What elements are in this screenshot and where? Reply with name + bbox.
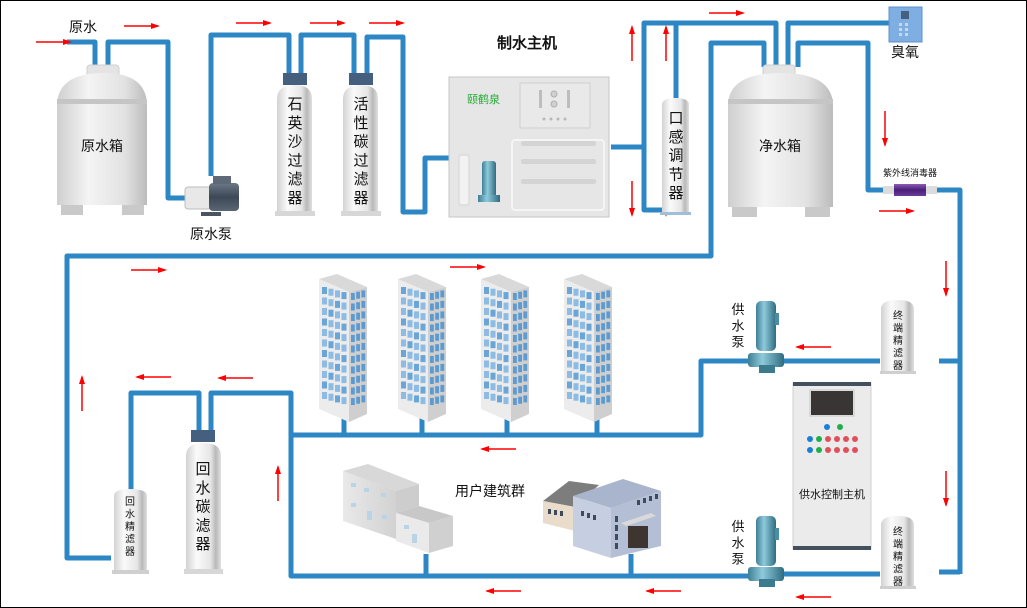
flow-arrow [882,111,888,147]
sand-filter-label: 石英沙过滤器 [287,95,302,207]
flow-arrow [450,264,486,270]
led-indicator [825,436,831,442]
taste-regulator[interactable]: 口感调节器 [660,98,691,215]
flow-arrow [310,20,346,26]
high-rise-building [564,274,612,422]
pipe-sand-to-carbon [298,32,357,73]
led-indicator [816,447,822,453]
led-indicator [843,447,849,453]
terminal-filter-upper-label: 终端精滤器 [893,309,903,372]
supply-pump-upper[interactable]: 供水泵 [731,301,784,373]
house-building [343,464,453,553]
led-indicator [807,447,813,453]
raw-water-tank[interactable]: 原水箱 [57,64,147,215]
brand-label: 颐鹤泉 [467,92,500,106]
flow-arrow [124,23,160,29]
return-carbon-filter[interactable]: 回水碳滤器 [184,430,223,574]
high-rise-building [481,274,529,422]
supply-pump-lower[interactable]: 供水泵 [731,516,784,587]
pipe-carbon-to-main [364,34,451,215]
flow-arrow [645,588,681,594]
led-indicator [807,436,813,442]
flow-arrow [369,20,405,26]
raw-pump-label: 原水泵 [190,227,232,243]
led-indicator [837,424,843,430]
return-fine-filter[interactable]: 回水精滤器 [112,489,149,574]
flow-arrow [485,588,521,594]
flow-arrow [480,446,516,452]
user-buildings-label: 用户建筑群 [455,483,525,500]
led-indicator [825,447,831,453]
flow-arrow [79,375,85,411]
uv-label: 紫外线消毒器 [883,167,937,179]
flow-arrow [131,267,167,273]
flow-arrow [36,39,72,45]
taste-regulator-label: 口感调节器 [668,109,683,202]
ozone-generator[interactable]: 臭氧 [888,6,923,61]
led-indicator [834,447,840,453]
pipe-tank-to-pump [105,39,185,201]
high-rise-buildings [319,274,612,422]
led-indicator [834,436,840,442]
flow-arrow [275,465,281,501]
activated-carbon-filter[interactable]: 活性碳过滤器 [341,73,381,216]
clean-tank-label: 净水箱 [759,139,801,155]
flow-arrow [709,10,745,16]
factory-building [543,479,661,558]
pipe-raw-inlet [67,39,98,71]
clean-water-tank[interactable]: 净水箱 [728,64,833,217]
led-indicator [816,436,822,442]
quartz-sand-filter[interactable]: 石英沙过滤器 [275,73,315,216]
terminal-filter-upper[interactable]: 终端精滤器 [880,300,916,374]
water-production-unit[interactable]: 颐鹤泉 [448,76,610,218]
raw-water-label: 原水 [69,20,97,36]
return-carbon-filter-label: 回水碳滤器 [195,460,210,553]
flow-arrow [629,181,635,217]
carbon-filter-label: 活性碳过滤器 [353,95,368,207]
flow-arrow [663,25,669,61]
pipe-pump-to-sand [208,32,292,176]
pipe-return-loop [64,40,767,561]
led-indicator [843,436,849,442]
terminal-filter-lower[interactable]: 终端精滤器 [880,516,916,589]
control-leds [807,424,858,453]
flow-arrow [135,374,171,380]
led-indicator [824,424,830,430]
pipe-regulator-bottom [641,147,663,213]
ozone-label: 臭氧 [891,45,919,61]
led-indicator [852,447,858,453]
high-rise-building [398,274,446,422]
main-unit-title: 制水主机 [497,34,557,52]
flow-arrow [795,594,831,600]
flow-arrow [795,344,831,350]
control-unit-label: 供水控制主机 [799,487,865,501]
flow-arrow [943,471,949,507]
uv-sterilizer[interactable]: 紫外线消毒器 [883,167,937,196]
return-fine-filter-label: 回水精滤器 [125,496,135,558]
flow-arrow [879,208,915,214]
flow-arrow [943,261,949,297]
raw-tank-label: 原水箱 [81,139,123,155]
supply-control-unit[interactable]: 供水控制主机 [792,382,872,550]
led-indicator [852,436,858,442]
high-rise-building [319,274,367,422]
pipe-tank-to-ozone [785,20,889,67]
pipe-upper-supply [291,358,751,438]
pipe-tank-to-uv [795,40,884,193]
terminal-filter-lower-label: 终端精滤器 [893,525,903,588]
pipe-return-carbon-to-fine [128,390,202,491]
pipe-lower-supply [208,390,751,579]
supply-pump-lower-label: 供水泵 [731,520,744,568]
flow-arrow [236,20,272,26]
pipe-uv-down [936,187,963,574]
raw-water-pump[interactable]: 原水泵 [184,176,239,243]
pipe-regulator-loop [641,20,779,147]
supply-pump-upper-label: 供水泵 [731,303,744,351]
flow-arrow [629,25,635,61]
flow-arrow [217,375,253,381]
